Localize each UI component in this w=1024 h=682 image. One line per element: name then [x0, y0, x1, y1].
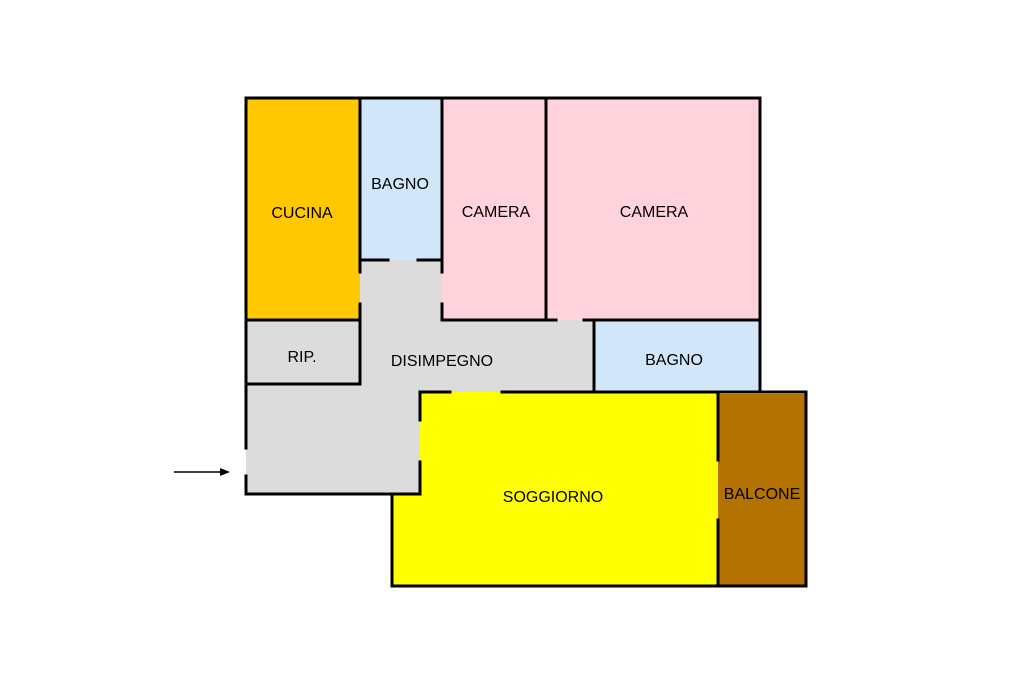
label-disimpegno: DISIMPEGNO	[391, 353, 493, 370]
room-bagno-2	[594, 320, 760, 392]
label-camera-1: CAMERA	[462, 204, 531, 221]
label-bagno-2: BAGNO	[645, 352, 703, 369]
label-ripostiglio: RIP.	[287, 349, 316, 366]
label-camera-2: CAMERA	[620, 204, 689, 221]
room-bagno-1	[360, 98, 442, 260]
label-soggiorno: SOGGIORNO	[503, 489, 603, 506]
room-ripostiglio	[246, 320, 360, 384]
room-soggiorno	[392, 392, 718, 586]
room-disimpegno	[246, 260, 594, 494]
label-bagno-1: BAGNO	[371, 176, 429, 193]
label-cucina: CUCINA	[271, 205, 333, 222]
room-balcone	[718, 394, 806, 586]
label-balcone: BALCONE	[724, 486, 800, 503]
arrow-right-icon	[174, 468, 230, 476]
room-cucina	[246, 98, 360, 320]
room-camera-1	[442, 98, 546, 320]
room-camera-2	[546, 98, 760, 320]
walls	[244, 96, 808, 588]
